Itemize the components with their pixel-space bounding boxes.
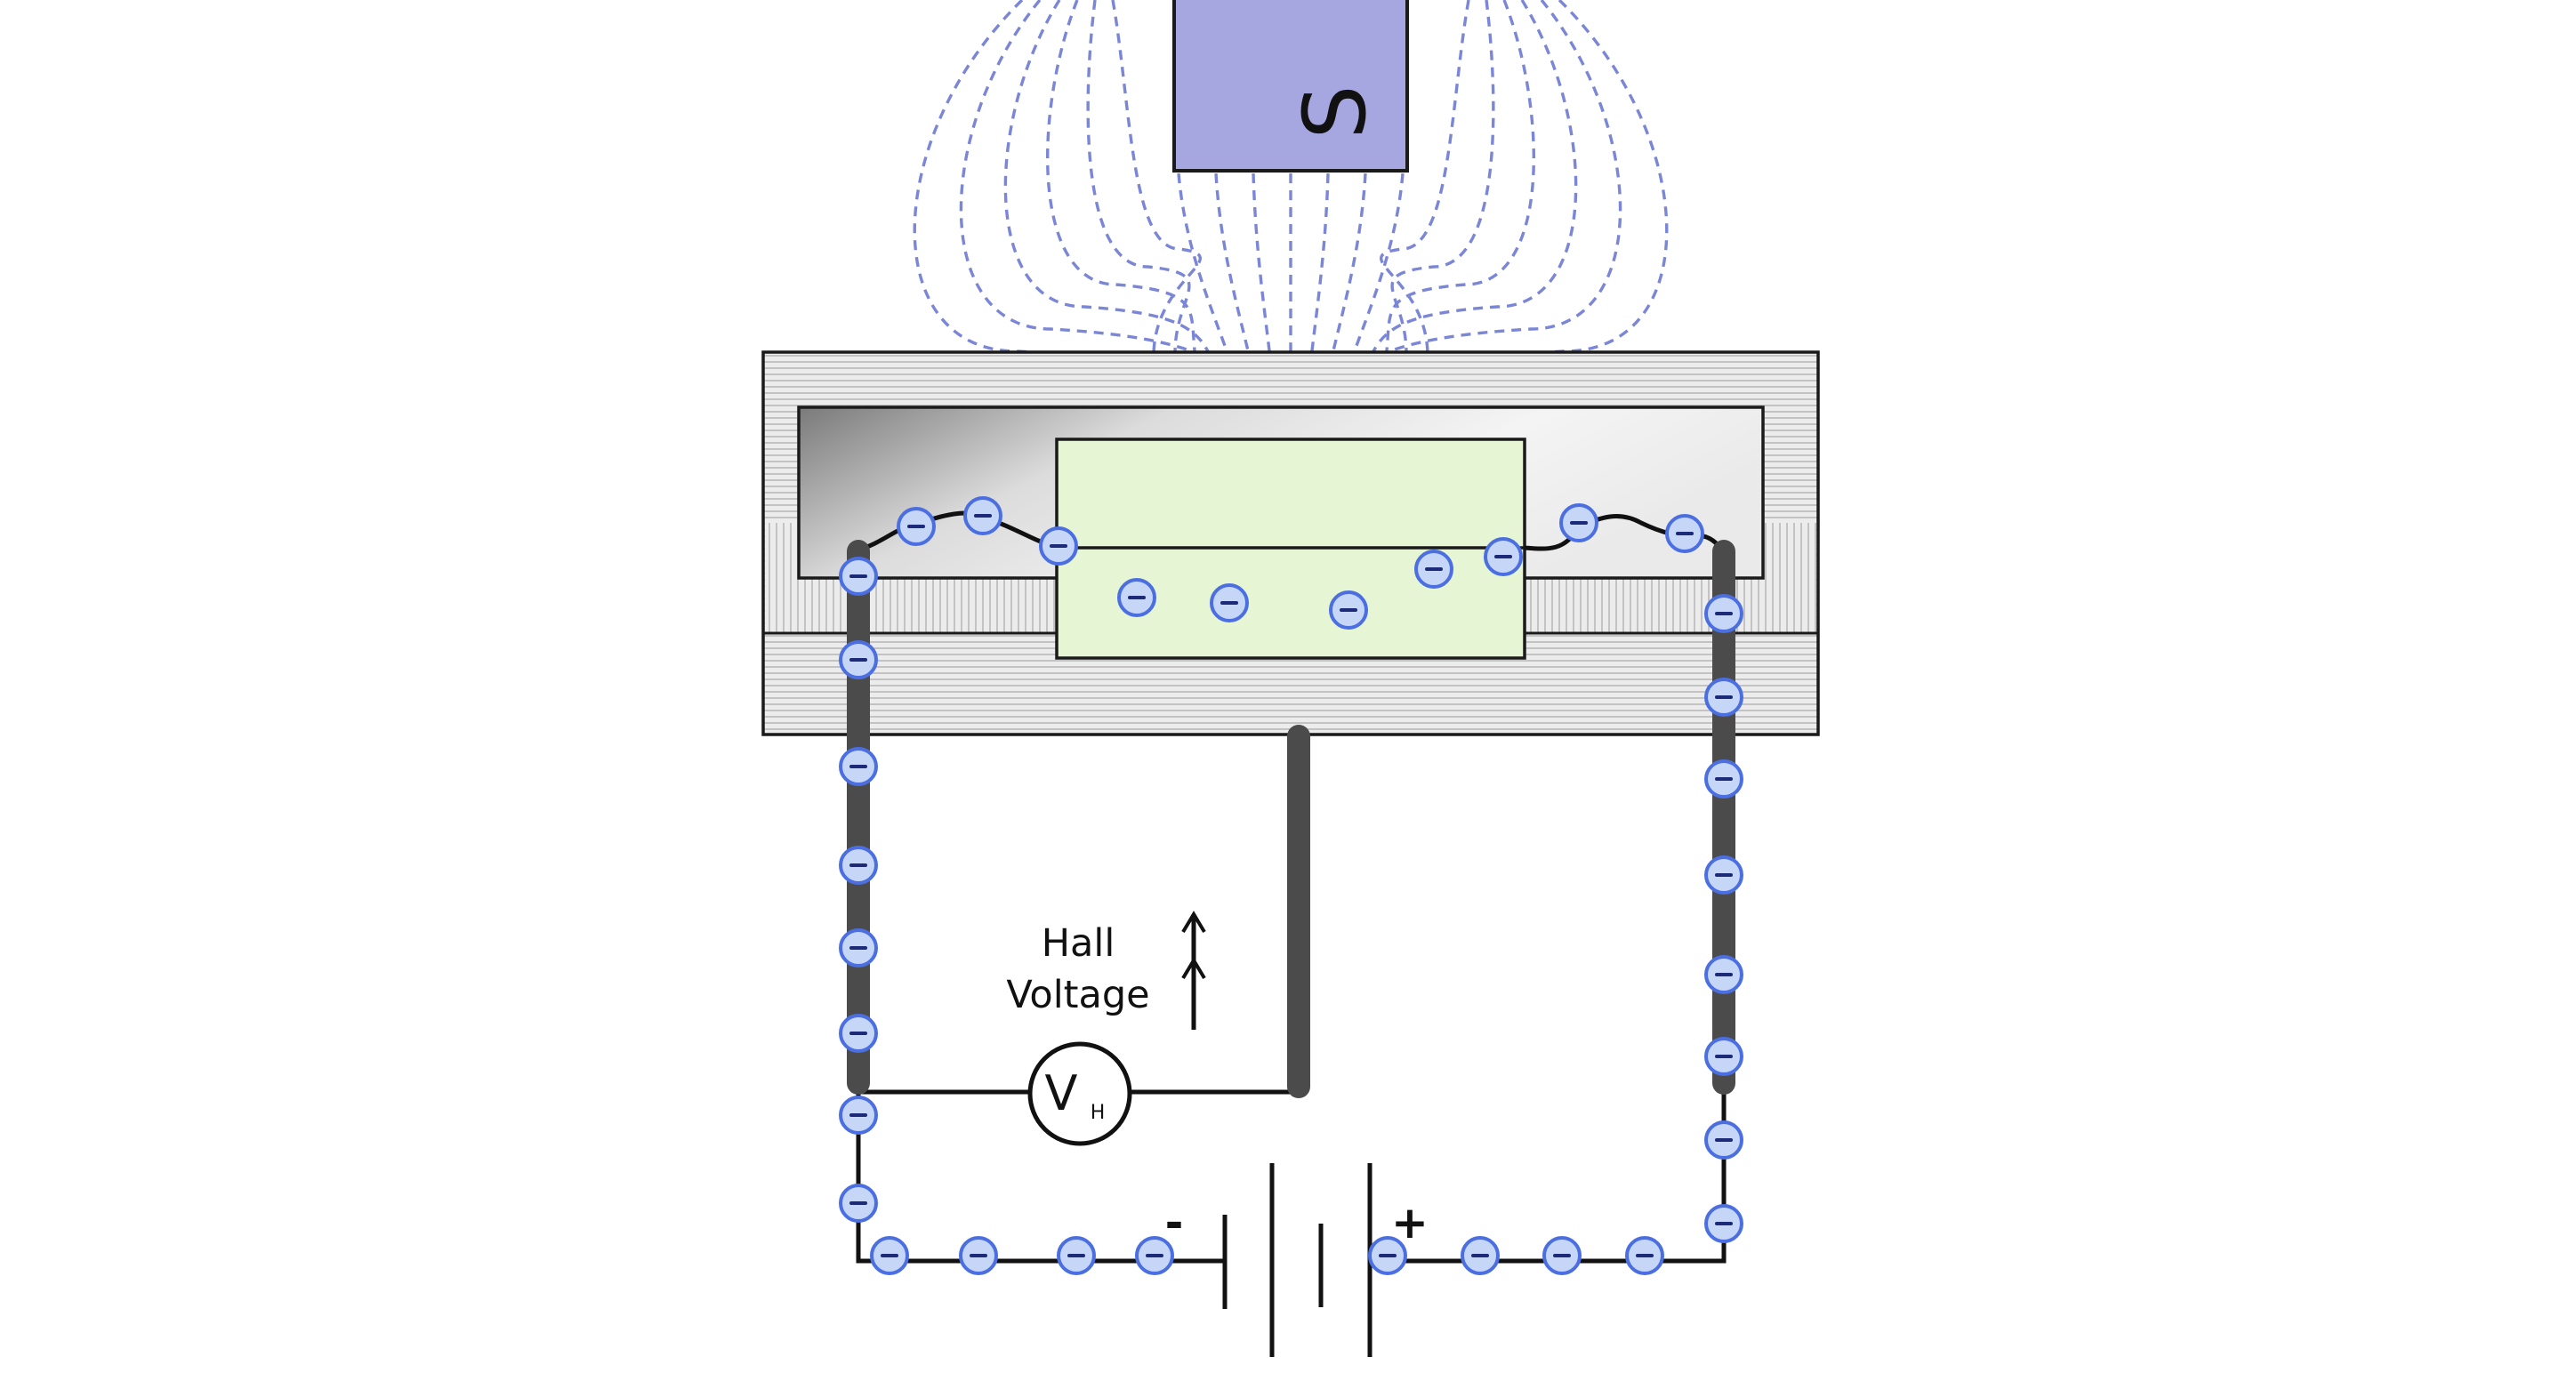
electron xyxy=(1704,1204,1743,1243)
electron xyxy=(1704,955,1743,994)
electron xyxy=(839,640,878,679)
field-line xyxy=(1373,0,1536,401)
electrons xyxy=(839,496,1743,1275)
field-line xyxy=(1111,0,1202,401)
electron xyxy=(839,1184,878,1223)
electron xyxy=(1704,855,1743,895)
electron xyxy=(870,1236,909,1275)
electron xyxy=(1625,1236,1664,1275)
electron xyxy=(1117,578,1156,617)
voltmeter-circle xyxy=(1027,1041,1132,1146)
electron xyxy=(839,928,878,967)
electron xyxy=(1704,594,1743,633)
voltage-direction-arrow-icon xyxy=(1181,911,1206,1030)
electron xyxy=(1704,1120,1743,1160)
electron xyxy=(1210,583,1249,622)
electron xyxy=(1665,514,1704,553)
electron xyxy=(963,496,1002,535)
circuit-wire-left-bottom xyxy=(856,1092,1225,1264)
field-line xyxy=(1351,0,1578,401)
electron xyxy=(1368,1236,1407,1275)
hall-sensor-housing xyxy=(761,350,1820,736)
battery: - + xyxy=(1165,1156,1429,1369)
hall-voltage-label-line1: Hall xyxy=(1042,921,1115,966)
field-line xyxy=(1380,0,1470,401)
electron xyxy=(1704,1037,1743,1076)
voltmeter-label: V xyxy=(1045,1065,1078,1121)
voltmeter-subscript: H xyxy=(1091,1102,1106,1124)
electron xyxy=(1329,590,1368,630)
magnet-pole-label: S xyxy=(1285,85,1385,140)
contact-wire-left xyxy=(857,510,1059,552)
hall-voltage-label-line2: Voltage xyxy=(1006,973,1149,1017)
electron xyxy=(1484,537,1523,576)
electron xyxy=(839,747,878,786)
field-line xyxy=(1390,0,1495,401)
electron xyxy=(1057,1236,1096,1275)
field-line xyxy=(1045,0,1208,401)
magnet: S xyxy=(1172,0,1409,173)
electron xyxy=(839,846,878,885)
voltmeter: V H xyxy=(1027,1041,1132,1146)
electron xyxy=(1414,550,1453,589)
field-line xyxy=(913,0,1275,402)
battery-minus-label: - xyxy=(1165,1197,1184,1248)
electron xyxy=(1135,1236,1174,1275)
electron xyxy=(1039,526,1078,566)
electron xyxy=(1542,1236,1582,1275)
electron xyxy=(1704,678,1743,717)
field-line xyxy=(1329,0,1622,401)
electron xyxy=(839,1014,878,1053)
electron xyxy=(1559,503,1598,542)
field-line xyxy=(1086,0,1191,401)
electron xyxy=(897,507,936,546)
magnet-body xyxy=(1172,0,1409,173)
electron xyxy=(839,1096,878,1135)
electron xyxy=(1461,1236,1500,1275)
electron xyxy=(959,1236,998,1275)
electron xyxy=(839,557,878,596)
electron xyxy=(1704,759,1743,799)
field-line xyxy=(1003,0,1230,401)
field-line xyxy=(959,0,1252,401)
field-line xyxy=(1307,0,1669,402)
